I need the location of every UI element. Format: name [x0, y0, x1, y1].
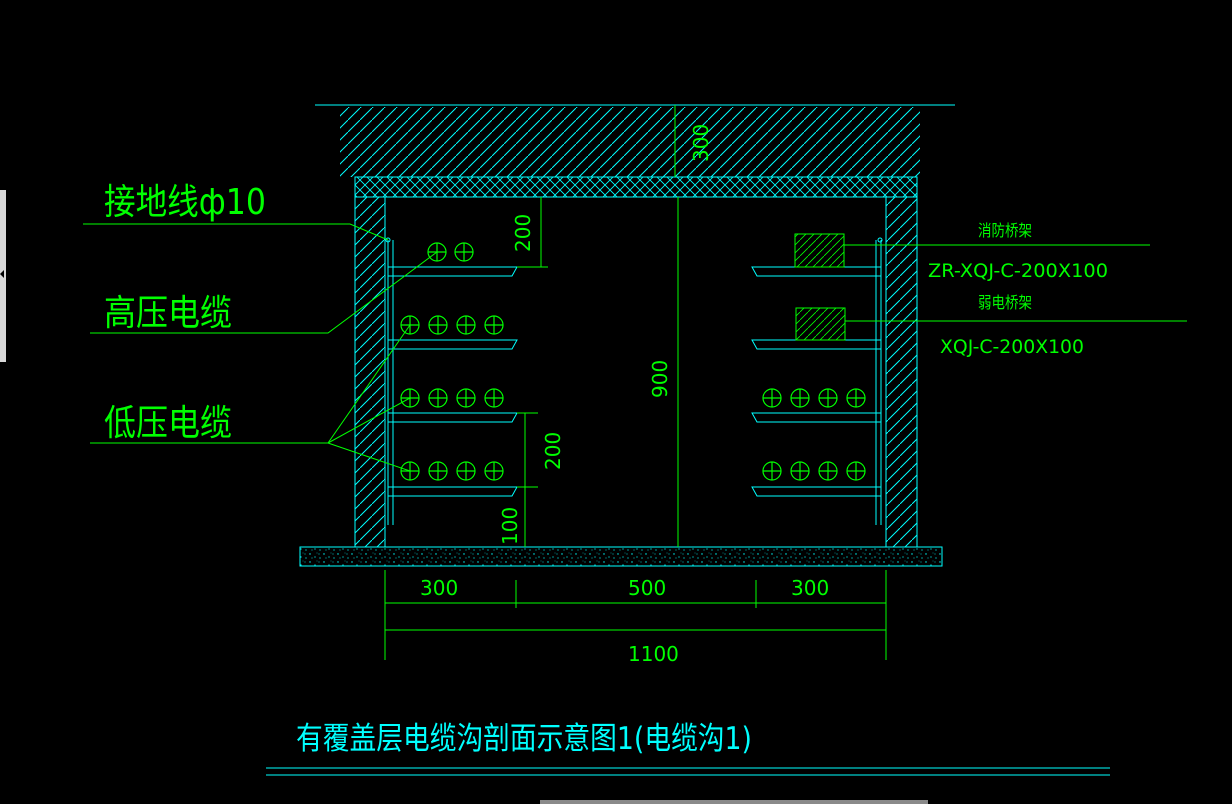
high-voltage-cables: [427, 242, 474, 262]
title-underline: [266, 767, 1110, 776]
dim-total-width: 1100: [628, 642, 679, 666]
dim-right-width: 300: [791, 576, 829, 600]
grounding-points: [385, 237, 883, 243]
fire-tray-spec: ZR-XQJ-C-200X100: [928, 260, 1108, 282]
leader-lines: [83, 223, 1187, 472]
horizontal-dimensions: [384, 570, 887, 660]
low-voltage-label: 低压电缆: [104, 403, 232, 444]
left-shelves: [388, 266, 518, 497]
low-voltage-cables-left: [400, 315, 504, 481]
cover-slab: [354, 176, 918, 198]
low-voltage-cables-right: [762, 388, 866, 481]
fire-tray-box: [794, 233, 845, 268]
cable-trays: [794, 233, 846, 341]
dim-left-width: 300: [420, 576, 458, 600]
center-dimension-lines: [674, 105, 679, 547]
dimension-200-top: [517, 197, 548, 268]
grounding-wire-label: 接地线ф10: [104, 182, 266, 223]
dimension-200-100-lower: [517, 412, 538, 547]
base-slab: [299, 546, 943, 567]
dim-middle-width: 500: [628, 576, 666, 600]
dim-inner-height: 900: [648, 360, 672, 398]
dim-cover-depth: 300: [689, 124, 713, 162]
weak-tray-label: 弱电桥架: [978, 293, 1032, 312]
low-voltage-leader-2: [327, 397, 411, 444]
high-voltage-leader: [90, 251, 438, 334]
cable-symbols: [400, 242, 866, 481]
weak-tray-spec: XQJ-C-200X100: [940, 336, 1084, 358]
fire-tray-label: 消防桥架: [978, 221, 1032, 240]
dim-top-shelf-gap: 200: [511, 214, 535, 252]
drawing-title: 有覆盖层电缆沟剖面示意图1(电缆沟1): [296, 721, 752, 757]
weak-tray-box: [795, 307, 846, 341]
bottom-scroll-bar[interactable]: [540, 800, 928, 804]
dim-shelf-spacing: 200: [541, 432, 565, 470]
high-voltage-label: 高压电缆: [104, 293, 232, 334]
ground-cover: [315, 104, 955, 177]
dim-bottom-gap: 100: [498, 507, 522, 545]
low-voltage-leader-3: [327, 442, 411, 472]
grounding-leader: [83, 223, 389, 241]
left-scroll-arrow-icon[interactable]: [0, 270, 4, 278]
bracket-uprights: [387, 240, 882, 525]
